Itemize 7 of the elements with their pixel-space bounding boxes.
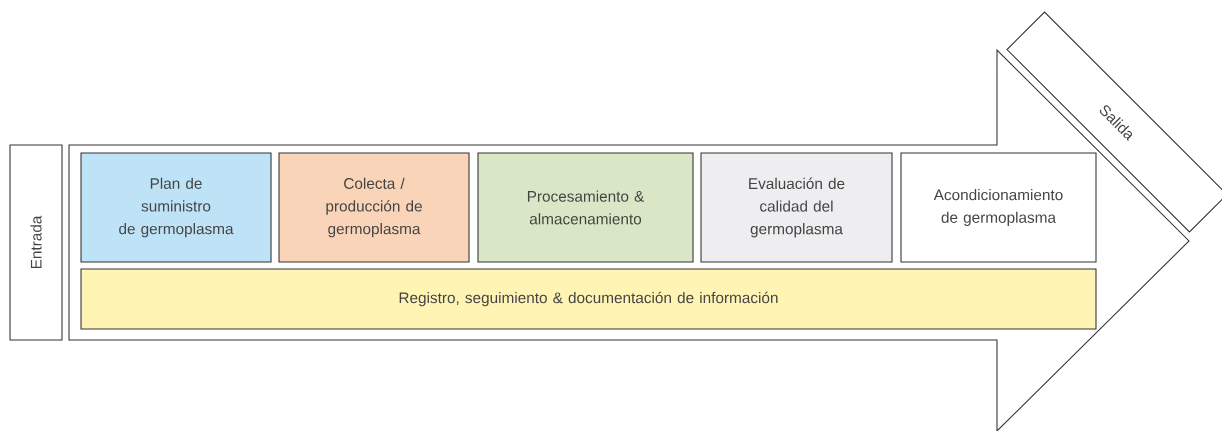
process-box: Acondicionamiento de germoplasma <box>900 152 1097 263</box>
process-box: Evaluación de calidad del germoplasma <box>700 152 893 263</box>
process-box: Plan de suministro de germoplasma <box>80 152 272 263</box>
process-box: Colecta / producción de germoplasma <box>278 152 470 263</box>
process-box: Procesamiento & almacenamiento <box>477 152 694 263</box>
process-band: Registro, seguimiento & documentación de información <box>80 268 1097 330</box>
side-label-box: Entrada <box>9 144 63 341</box>
